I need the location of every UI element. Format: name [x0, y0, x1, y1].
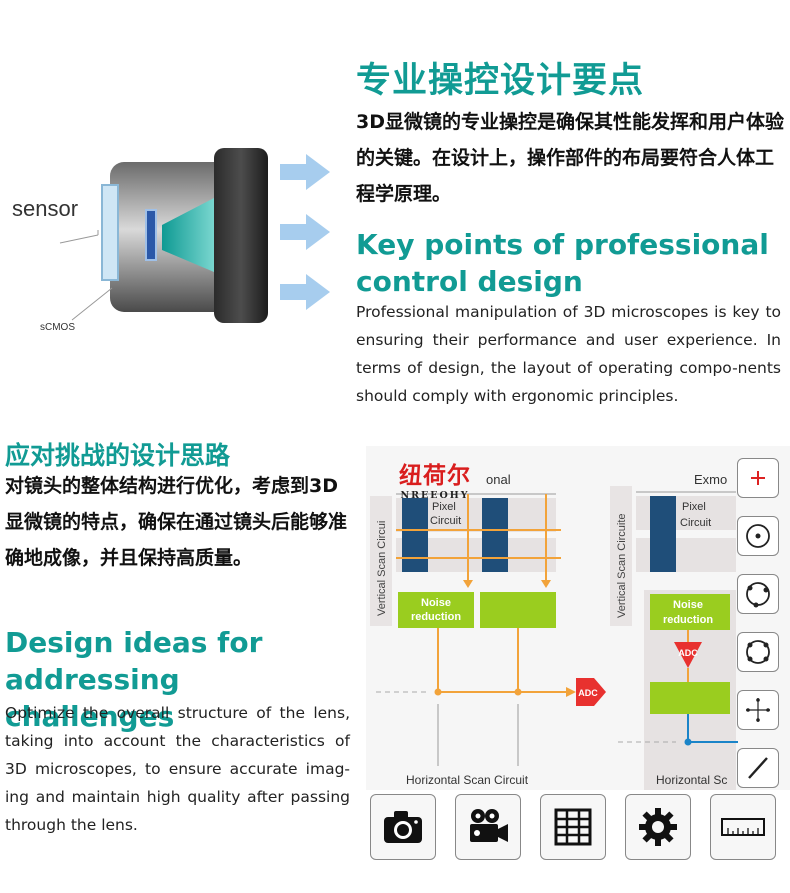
noise-label-right: Noise — [673, 599, 703, 611]
horizontal-scan-label-right: Horizontal Sc — [656, 773, 727, 787]
cn-paragraph-design-ideas: 对镜头的整体结构进行优化，考虑到3D显微镜的特点，确保在通过镜头后能够准确地成像… — [5, 475, 348, 569]
ruler-icon — [721, 818, 765, 836]
scmos-label: sCMOS — [40, 322, 75, 333]
light-arrows — [280, 154, 330, 310]
en-title-design-ideas: Design ideas for addressing challenges — [5, 626, 263, 733]
ruler-button[interactable] — [710, 794, 776, 860]
cross-point-button[interactable] — [737, 690, 779, 730]
circle-four-point-icon — [746, 640, 770, 664]
circle-three-point-button[interactable] — [737, 574, 779, 614]
camera-sensor-illustration: sensor sCMOS — [12, 148, 268, 333]
function-toolbar — [366, 794, 790, 864]
grid-table-icon — [554, 808, 592, 846]
video-camera-icon — [470, 809, 508, 842]
line-draw-button[interactable] — [737, 748, 779, 788]
camera-icon — [384, 811, 422, 843]
pixel-circuit-label-right: Pixel — [682, 501, 706, 513]
brand-logo-en: NREEOHY — [400, 490, 470, 501]
noise-label-left: Noise — [421, 597, 451, 609]
left-header-fragment: onal — [486, 472, 511, 487]
right-header-fragment: Exmo — [694, 472, 727, 487]
pixel-circuit-label-left: Pixel — [432, 501, 456, 513]
circle-four-point-button[interactable] — [737, 632, 779, 672]
brand-logo: 纽荷尔 NREEOHY — [390, 456, 480, 501]
crosshair-plus-icon — [751, 471, 765, 485]
en-paragraph-design-ideas: Optimize the overall structure of the le… — [5, 704, 350, 834]
cn-title-control-design: 专业操控设计要点 — [356, 61, 645, 101]
grid-table-button[interactable] — [540, 794, 606, 860]
gear-icon — [639, 808, 677, 846]
en-title-control-design: Key points of professional control desig… — [356, 228, 769, 298]
circle-three-point-icon — [746, 582, 770, 608]
cross-point-icon — [746, 698, 770, 722]
cn-title-design-ideas: 应对挑战的设计思路 — [5, 441, 231, 470]
crosshair-plus-button[interactable] — [737, 458, 779, 498]
capture-photo-button[interactable] — [370, 794, 436, 860]
settings-button[interactable] — [625, 794, 691, 860]
adc-label-left: ADC — [578, 688, 598, 698]
cn-paragraph-control-design: 3D显微镜的专业操控是确保其性能发挥和用户体验的关键。在设计上，操作部件的布局要… — [356, 111, 784, 205]
en-paragraph-control-design: Professional manipulation of 3D microsco… — [356, 303, 781, 405]
vertical-scan-label-right: Vertical Scan Circuite — [616, 513, 628, 618]
sensor-circuit-diagram: Vertical Scan Circui onal Pixel Circuit … — [366, 446, 790, 790]
circle-center-icon — [746, 524, 770, 548]
adc-label-right: ADC — [678, 648, 698, 658]
pixel-circuit-label-left-2: Circuit — [430, 515, 461, 527]
noise-label-left-2: reduction — [411, 611, 461, 623]
brand-logo-cn: 纽荷尔 — [399, 463, 471, 489]
noise-label-right-2: reduction — [663, 614, 713, 626]
circle-center-button[interactable] — [737, 516, 779, 556]
sensor-label: sensor — [12, 196, 78, 221]
measure-toolbar — [737, 458, 781, 806]
record-video-button[interactable] — [455, 794, 521, 860]
line-draw-icon — [748, 757, 768, 779]
microscope-software-panel: Vertical Scan Circui onal Pixel Circuit … — [366, 446, 790, 893]
pixel-circuit-label-right-2: Circuit — [680, 517, 711, 529]
horizontal-scan-label-left: Horizontal Scan Circuit — [406, 773, 529, 787]
vertical-scan-label-left: Vertical Scan Circui — [376, 521, 388, 616]
